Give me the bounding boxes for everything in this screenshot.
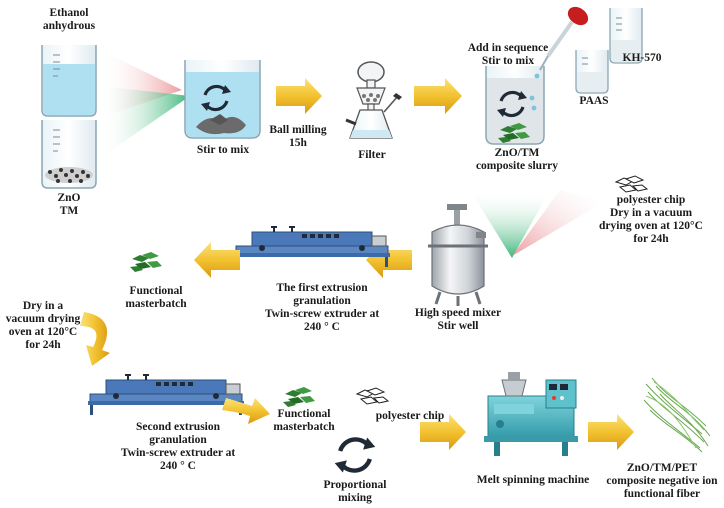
label-line: composite slurry [475, 160, 559, 172]
label-polyester-dry: polyester chip Dry in a vacuum drying ov… [586, 194, 716, 246]
label-melt-spinning: Melt spinning machine [458, 474, 608, 487]
label-line: vacuum drying [5, 313, 81, 325]
label-line: granulation [293, 295, 351, 307]
second-extruder-icon [87, 374, 245, 416]
label-filter: Filter [340, 149, 404, 162]
melt-spinning-machine-icon [484, 372, 578, 456]
arrow-to-masterbatch-1 [194, 242, 240, 278]
label-functional-masterbatch-2: Functional masterbatch [256, 408, 352, 434]
label-line: polyester chip [375, 410, 445, 422]
label-second-extrusion: Second extrusion granulation Twin-screw … [110, 421, 246, 473]
label-proportional-mixing: Proportional mixing [310, 479, 400, 505]
label-line: masterbatch [125, 298, 187, 310]
label-line: 240 ° C [304, 321, 340, 333]
label-line: for 24h [25, 339, 61, 351]
first-extruder-icon [233, 226, 391, 268]
label-line: TM [59, 205, 79, 217]
label-line: polyester chip [616, 194, 686, 206]
label-zno-tm: ZnO TM [24, 192, 114, 218]
label-functional-masterbatch-1: Functional masterbatch [108, 285, 204, 311]
kh570-beaker-icon [609, 8, 643, 64]
label-line: Proportional [323, 479, 387, 491]
slurry-beaker-icon [485, 66, 545, 145]
label-high-speed-mixer: High speed mixer Stir well [408, 307, 508, 333]
label-line: functional fiber [623, 488, 701, 500]
green-fan-shape [100, 86, 190, 158]
label-line: oven at 120°C [8, 326, 78, 338]
arrow-to-masterbatch-2 [222, 398, 270, 424]
label-line: Second extrusion [135, 421, 221, 433]
label-line: drying oven at 120°C [599, 220, 703, 232]
label-line: The first extrusion [276, 282, 368, 294]
label-line: ZnO [57, 192, 81, 204]
green-fan-down [470, 190, 550, 258]
label-paas: PAAS [574, 95, 614, 108]
label-line: Melt spinning machine [476, 474, 590, 486]
label-line: Stir to mix [481, 55, 535, 67]
label-line: granulation [149, 434, 207, 446]
label-dry-left: Dry in a vacuum drying oven at 120°C for… [2, 300, 84, 352]
label-polyester-chip: polyester chip [360, 410, 460, 423]
label-line: Functional [277, 408, 331, 420]
label-line: Filter [358, 149, 386, 161]
polyester-chip-pellets-top [615, 175, 648, 193]
stir-beaker-icon [184, 60, 261, 139]
label-line: ZnO/TM/PET [626, 462, 698, 474]
fiber-bundle-icon [643, 377, 711, 453]
rotate-arrows-icon [335, 437, 376, 472]
filter-funnel-icon [345, 61, 402, 139]
curved-arrow-down [80, 312, 110, 366]
arrow-ball-milling [276, 78, 322, 114]
label-ball-milling: Ball milling 15h [258, 124, 338, 150]
zno-tm-beaker-icon [41, 120, 97, 189]
label-line: ZnO/TM [494, 147, 540, 159]
label-line: Dry in a [22, 300, 64, 312]
label-line: Functional [129, 285, 183, 297]
label-line: Ball milling [269, 124, 327, 136]
label-line: Ethanol [49, 7, 89, 19]
label-line: KH-570 [622, 52, 662, 64]
label-line: High speed mixer [414, 307, 502, 319]
label-ethanol-anhydrous: Ethanol anhydrous [24, 7, 114, 33]
functional-masterbatch-pellets-2 [283, 387, 315, 407]
red-fan-down [512, 190, 604, 256]
label-add-in-sequence: Add in sequence Stir to mix [460, 42, 556, 68]
label-line: Stir to mix [196, 144, 250, 156]
label-fiber: ZnO/TM/PET composite negative ion functi… [600, 462, 724, 501]
dropper-icon [534, 6, 589, 79]
label-line: Add in sequence [467, 42, 549, 54]
ethanol-beaker-icon [41, 45, 97, 117]
label-first-extrusion: The first extrusion granulation Twin-scr… [254, 282, 390, 334]
arrow-to-melt-spinning [420, 414, 466, 450]
paas-beaker-icon [575, 50, 609, 94]
label-line: Twin-screw extruder at [120, 447, 236, 459]
label-slurry: ZnO/TM composite slurry [462, 147, 572, 173]
label-line: anhydrous [42, 20, 96, 32]
label-line: mixing [338, 492, 372, 504]
arrow-to-fiber [588, 414, 634, 450]
label-line: for 24h [633, 233, 669, 245]
label-line: Dry in a vacuum [609, 207, 693, 219]
label-line: masterbatch [273, 421, 335, 433]
label-line: PAAS [579, 95, 609, 107]
label-line: Stir well [437, 320, 479, 332]
functional-masterbatch-pellets-1 [130, 252, 162, 272]
label-kh570: KH-570 [614, 52, 670, 65]
label-stir-to-mix: Stir to mix [178, 144, 268, 157]
polyester-chip-pellets-bottom [356, 387, 389, 405]
arrow-to-slurry [414, 78, 462, 114]
label-line: Twin-screw extruder at [264, 308, 380, 320]
label-line: 240 ° C [160, 460, 196, 472]
reactor-mixer-icon [428, 204, 488, 306]
label-line: 15h [289, 137, 307, 149]
label-line: composite negative ion [606, 475, 718, 487]
